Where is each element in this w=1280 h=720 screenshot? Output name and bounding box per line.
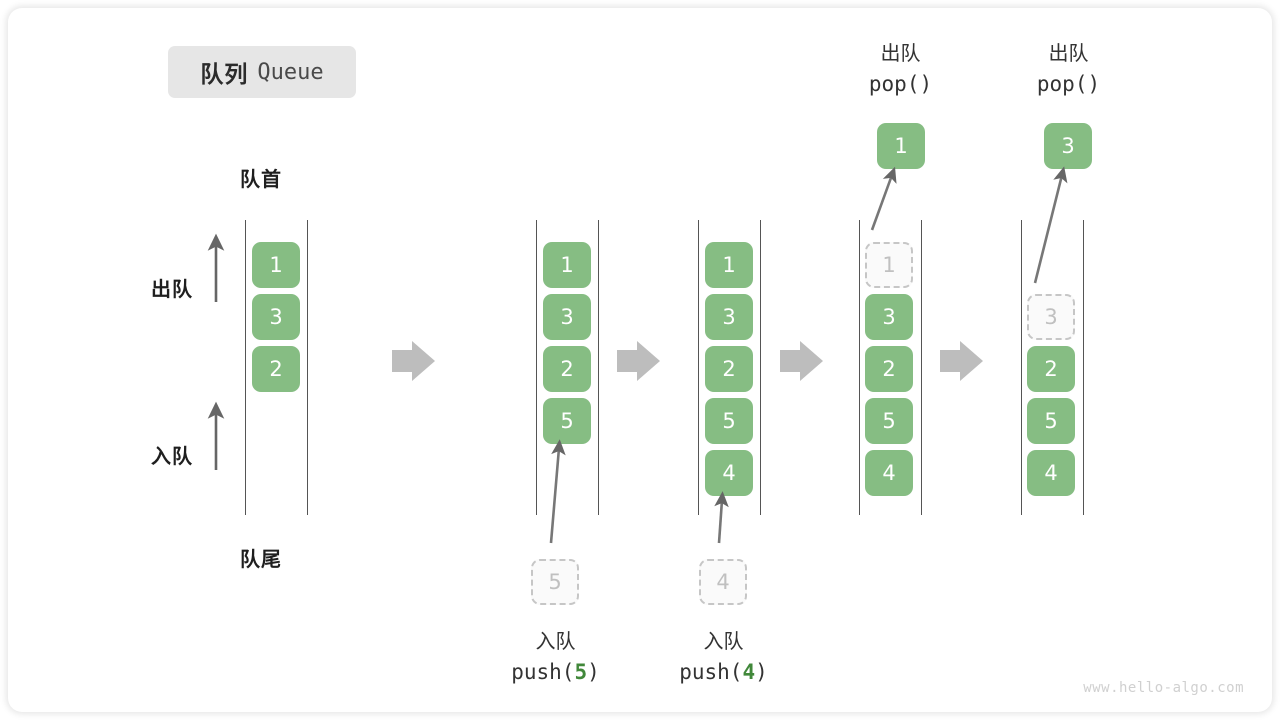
- pop-1-label: 出队 pop(): [813, 40, 988, 99]
- push-5-label-code: push(5): [511, 660, 600, 684]
- queue-rail-right-3: [760, 220, 761, 515]
- enqueue-label: 入队: [151, 446, 193, 468]
- queue-cell[interactable]: 3: [252, 294, 300, 340]
- push-5-label: 入队 push(5): [468, 628, 643, 687]
- queue-head-label: 队首: [240, 169, 282, 191]
- queue-empty-slot: [1027, 242, 1075, 288]
- queue-cell[interactable]: 2: [252, 346, 300, 392]
- queue-cell[interactable]: 3: [543, 294, 591, 340]
- queue-cell[interactable]: 5: [705, 398, 753, 444]
- queue-rail-left-5: [1021, 220, 1022, 515]
- pop-3-label: 出队 pop(): [981, 40, 1156, 99]
- queue-cell[interactable]: 1: [543, 242, 591, 288]
- queue-cell[interactable]: 1: [252, 242, 300, 288]
- queue-cell[interactable]: 2: [543, 346, 591, 392]
- popped-cell[interactable]: 3: [1044, 123, 1092, 169]
- queue-cell[interactable]: 5: [543, 398, 591, 444]
- queue-cell[interactable]: 2: [1027, 346, 1075, 392]
- queue-cell[interactable]: 2: [705, 346, 753, 392]
- pop-3-label-cn: 出队: [1048, 43, 1089, 65]
- dequeue-label: 出队: [151, 279, 193, 301]
- pop-3-label-code: pop(): [1036, 72, 1101, 96]
- pop-1-label-code: pop(): [868, 72, 933, 96]
- queue-rail-left-3: [698, 220, 699, 515]
- queue-cell[interactable]: 4: [705, 450, 753, 496]
- queue-cell[interactable]: 3: [865, 294, 913, 340]
- watermark: www.hello-algo.com: [1083, 680, 1244, 696]
- push-ghost-cell: 5: [531, 559, 579, 605]
- popped-cell[interactable]: 1: [877, 123, 925, 169]
- queue-cell[interactable]: 4: [1027, 450, 1075, 496]
- pop-1-label-cn: 出队: [880, 43, 921, 65]
- push-4-label-code: push(4): [679, 660, 768, 684]
- queue-rail-right-5: [1083, 220, 1084, 515]
- queue-cell[interactable]: 4: [865, 450, 913, 496]
- title-badge: 队列 Queue: [168, 46, 356, 98]
- queue-cell[interactable]: 2: [865, 346, 913, 392]
- push-4-label: 入队 push(4): [636, 628, 811, 687]
- queue-cell[interactable]: 3: [705, 294, 753, 340]
- queue-cell[interactable]: 5: [865, 398, 913, 444]
- diagram-canvas: 队列 Queue 队首 队尾 出队 入队 1 3 2 1 3 2 5 5 入队 …: [8, 8, 1272, 712]
- queue-cell[interactable]: 5: [1027, 398, 1075, 444]
- queue-rail-left-1: [245, 220, 246, 515]
- queue-rail-right-4: [921, 220, 922, 515]
- title-en: Queue: [257, 59, 324, 85]
- queue-rail-left-2: [536, 220, 537, 515]
- push-ghost-cell: 4: [699, 559, 747, 605]
- queue-tail-label: 队尾: [240, 549, 282, 571]
- title-cn: 队列: [200, 61, 249, 87]
- pop-ghost-cell: 1: [865, 242, 913, 288]
- push-5-label-cn: 入队: [535, 631, 576, 653]
- push-4-label-cn: 入队: [703, 631, 744, 653]
- pop-ghost-cell: 3: [1027, 294, 1075, 340]
- queue-rail-left-4: [859, 220, 860, 515]
- queue-rail-right-1: [307, 220, 308, 515]
- queue-rail-right-2: [598, 220, 599, 515]
- queue-cell[interactable]: 1: [705, 242, 753, 288]
